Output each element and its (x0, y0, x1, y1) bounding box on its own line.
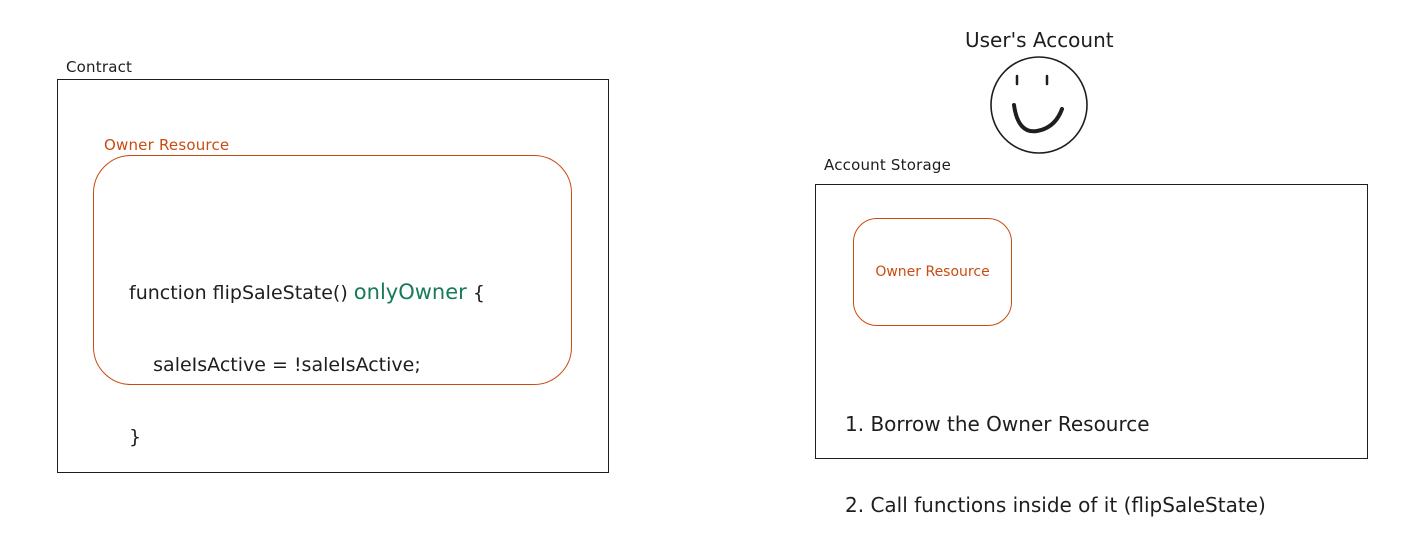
code-line-3: } (129, 426, 142, 448)
code-line-1: function flipSaleState() onlyOwner { (129, 280, 485, 305)
account-title: User's Account (965, 28, 1114, 52)
code-block: function flipSaleState() onlyOwner { sal… (129, 232, 485, 473)
contract-label: Contract (66, 58, 133, 76)
account-owner-resource-box: Owner Resource (853, 218, 1012, 326)
account-storage-box (815, 184, 1368, 459)
account-owner-resource-label: Owner Resource (875, 264, 990, 280)
account-storage-label: Account Storage (824, 156, 952, 174)
code-line-2: saleIsActive = !saleIsActive; (129, 354, 421, 376)
code-function-signature: function flipSaleState() (129, 282, 354, 304)
steps-list: 1. Borrow the Owner Resource 2. Call fun… (845, 357, 1266, 546)
contract-owner-resource-box (93, 155, 572, 385)
step-call-functions: 2. Call functions inside of it (flipSale… (845, 493, 1266, 517)
contract-box (57, 79, 609, 473)
code-modifier: onlyOwner (353, 280, 467, 304)
step-borrow: 1. Borrow the Owner Resource (845, 412, 1150, 436)
code-open-brace: { (466, 282, 485, 304)
contract-owner-resource-label: Owner Resource (104, 136, 230, 154)
